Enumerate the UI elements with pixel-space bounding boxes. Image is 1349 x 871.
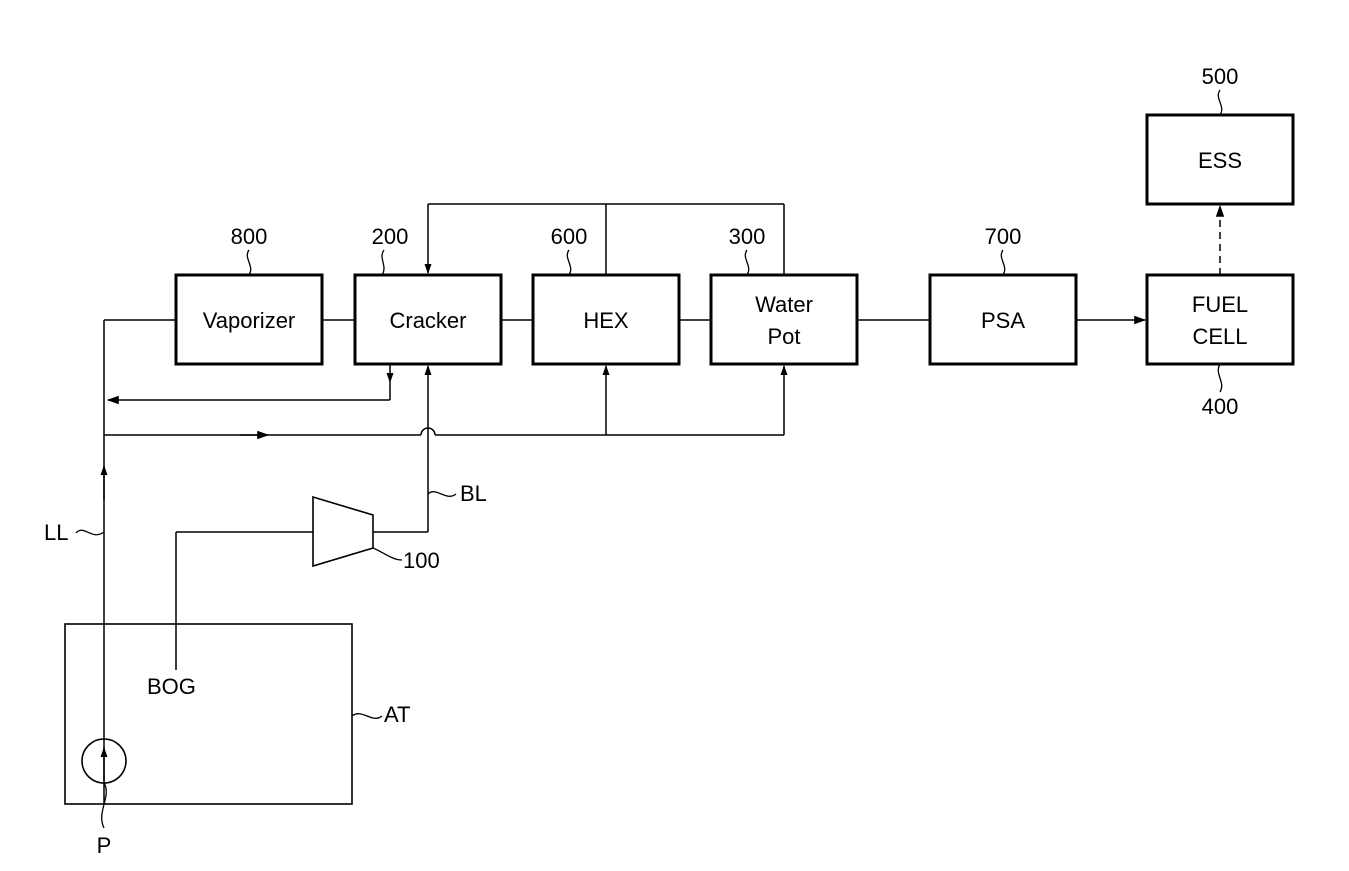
ess-label: ESS bbox=[1198, 148, 1242, 173]
ref-300-leader bbox=[745, 250, 748, 275]
ref-200-leader bbox=[382, 250, 384, 275]
bl-leader bbox=[428, 492, 456, 497]
vaporizer-label: Vaporizer bbox=[203, 308, 296, 333]
compressor-100 bbox=[313, 497, 373, 566]
ref-200: 200 bbox=[372, 224, 409, 249]
ref-400-leader bbox=[1218, 364, 1221, 392]
fuelcell-label-line1: FUEL bbox=[1192, 292, 1248, 317]
psa-block: PSA bbox=[930, 275, 1076, 364]
waterpot-label-line2: Pot bbox=[767, 324, 800, 349]
ref-300: 300 bbox=[729, 224, 766, 249]
psa-label: PSA bbox=[981, 308, 1025, 333]
compressor-leader bbox=[373, 548, 402, 560]
waterpot-block: Water Pot bbox=[711, 275, 857, 364]
ammonia-tank bbox=[65, 624, 352, 804]
ref-400: 400 bbox=[1202, 394, 1239, 419]
fuelcell-label-line2: CELL bbox=[1192, 324, 1247, 349]
ref-600: 600 bbox=[551, 224, 588, 249]
ref-600-leader bbox=[567, 250, 570, 275]
ref-500-leader bbox=[1218, 90, 1221, 115]
ref-at-leader bbox=[352, 714, 382, 719]
ll-leader bbox=[76, 530, 104, 534]
ref-800: 800 bbox=[231, 224, 268, 249]
ref-at: AT bbox=[384, 702, 410, 727]
ref-100: 100 bbox=[403, 548, 440, 573]
cracker-label: Cracker bbox=[389, 308, 466, 333]
hex-label: HEX bbox=[583, 308, 629, 333]
ref-p: P bbox=[97, 833, 112, 858]
ref-700: 700 bbox=[985, 224, 1022, 249]
ref-700-leader bbox=[1001, 250, 1004, 275]
label-ll: LL bbox=[44, 520, 68, 545]
vaporizer-block: Vaporizer bbox=[176, 275, 322, 364]
label-bog: BOG bbox=[147, 674, 196, 699]
ref-500: 500 bbox=[1202, 64, 1239, 89]
waterpot-label-line1: Water bbox=[755, 292, 813, 317]
cracker-block: Cracker bbox=[355, 275, 501, 364]
fuelcell-box bbox=[1147, 275, 1293, 364]
waterpot-box bbox=[711, 275, 857, 364]
label-bl: BL bbox=[460, 481, 487, 506]
hex-block: HEX bbox=[533, 275, 679, 364]
reference-numerals: 800 200 600 300 700 500 400 100 AT P BOG… bbox=[44, 64, 1238, 858]
ref-800-leader bbox=[247, 250, 250, 275]
ess-block: ESS bbox=[1147, 115, 1293, 204]
fuelcell-block: FUEL CELL bbox=[1147, 275, 1293, 364]
